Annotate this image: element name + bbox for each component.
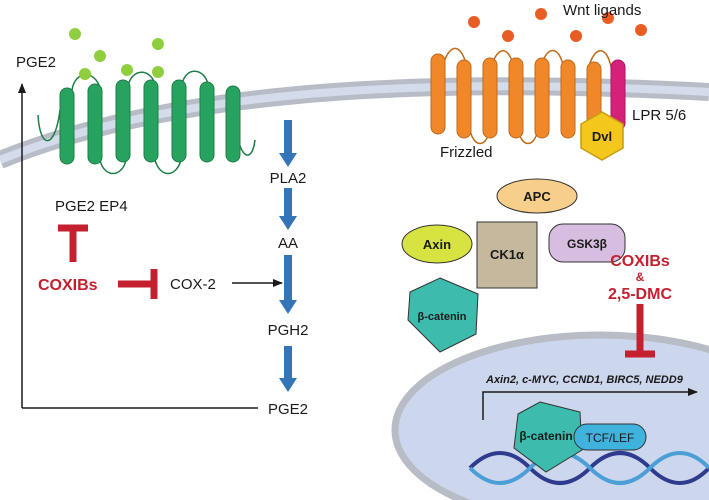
inhibit-coxibs-dmc-nucleus: [625, 304, 655, 358]
coxibs-right-label: COXIBs: [610, 253, 670, 270]
target-genes-label: Axin2, c-MYC, CCND1, BIRC5, NEDD9: [485, 374, 684, 386]
pge2-ligand-dots: [69, 28, 164, 80]
apc-shape: [496, 178, 578, 214]
inhibit-coxibs-cox2: [118, 269, 158, 299]
tcf-lef-shape: [573, 423, 647, 451]
pla2-label: PLA2: [270, 170, 307, 187]
arrow-membrane-to-pla2: [279, 120, 297, 167]
axin-shape: [401, 224, 473, 264]
arrow-pgh2-to-pge2: [279, 346, 297, 392]
inhibit-coxibs-ep4: [58, 224, 88, 262]
frizzled-label: Frizzled: [440, 144, 493, 161]
gsk3b-shape: [548, 223, 626, 263]
dvl-hexagon: [580, 111, 624, 161]
wnt-ligand-dots: [468, 8, 647, 42]
beta-catenin-cyto-label: β-catenin: [418, 311, 467, 323]
pge2-top-label: PGE2: [16, 54, 56, 71]
ep4-receptor: [37, 70, 256, 175]
cox2-label: COX-2: [170, 276, 216, 293]
aa-label: AA: [278, 235, 298, 252]
ck1a-label: CK1α: [490, 247, 524, 262]
coxibs-left-label: COXIBs: [38, 277, 98, 294]
wnt-ligands-label: Wnt ligands: [563, 2, 641, 19]
lpr-label: LPR 5/6: [632, 107, 686, 124]
pge2-feedback-line: [18, 83, 258, 409]
arrow-pla2-to-aa: [279, 188, 297, 230]
arrow-aa-to-pgh2: [279, 255, 297, 314]
beta-catenin-nuc-label: β-catenin: [519, 429, 572, 443]
apc-label: APC: [523, 189, 551, 204]
ck1a-shape: [476, 221, 538, 289]
target-genes-arrow: [482, 388, 698, 420]
tcf-lef-label: TCF/LEF: [586, 431, 635, 445]
dna-helix: [468, 451, 709, 485]
pge2-bottom-label: PGE2: [268, 401, 308, 418]
nuclear-complex: [513, 401, 647, 473]
frizzled-receptor: [430, 47, 613, 145]
destruction-complex: [401, 178, 626, 353]
dvl-label: Dvl: [592, 129, 612, 144]
dmc-label: 2,5-DMC: [608, 286, 672, 303]
beta-catenin-nuc-shape: [513, 401, 583, 473]
pgh2-label: PGH2: [268, 322, 309, 339]
ampersand-label: &: [636, 270, 645, 284]
gsk3b-label: GSK3β: [567, 237, 607, 251]
pge2-ep4-label: PGE2 EP4: [55, 198, 128, 215]
axin-label: Axin: [423, 237, 451, 252]
beta-catenin-cyto-shape: [407, 277, 479, 353]
pathway-arrows: [279, 120, 297, 392]
